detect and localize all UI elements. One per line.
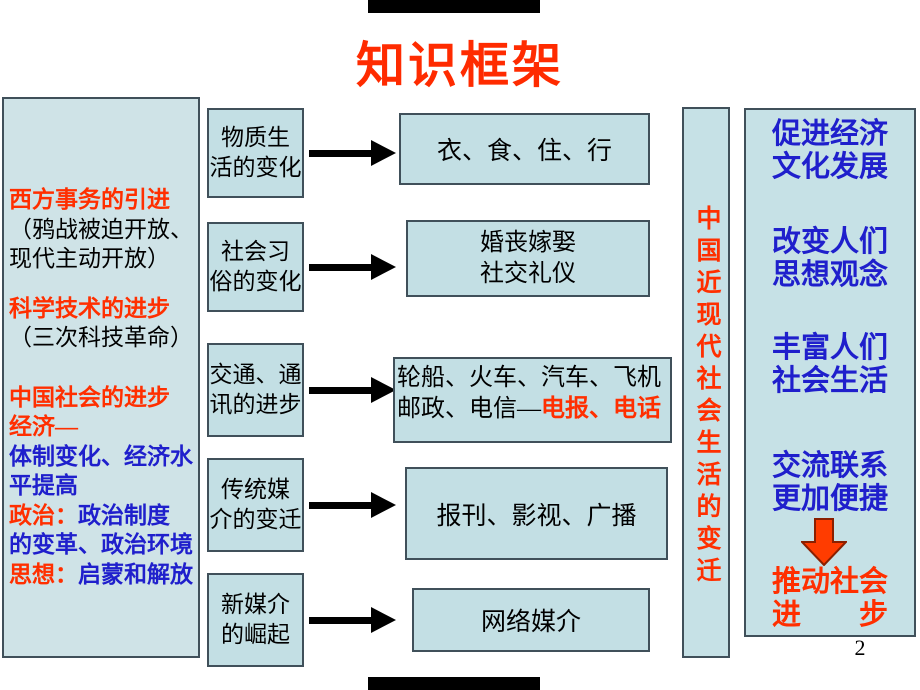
detail-box-press-film-radio: 报刊、影视、广播 (405, 467, 668, 560)
cause-line: 西方事务的引进 (9, 187, 170, 212)
cause-line: 的变革、政治环境 (9, 532, 193, 557)
cause-line: 现代主动开放） (9, 246, 170, 271)
category-box-new-media: 新媒介 的崛起 (207, 573, 304, 667)
effect-item: 交流联系更加便捷 (771, 450, 888, 515)
cause-line: 思想：启蒙和解放 (9, 561, 193, 587)
category-box-traditional-media: 传统媒 介的变迁 (207, 458, 304, 552)
page-number: 2 (854, 635, 866, 660)
category-box-transport-communication: 交通、通 讯的进步 (207, 343, 304, 437)
effect-item-conclusion: 推动社会进 步 (771, 566, 888, 631)
right-arrow-icon (309, 140, 397, 166)
cause-line: （三次科技革命） (9, 325, 193, 350)
cause-line: 政治：政治制度 (9, 502, 170, 528)
cause-line: 中国社会的进步 (9, 384, 170, 410)
top-black-bar (368, 0, 540, 13)
category-box-material-life: 物质生 活的变化 (207, 108, 304, 198)
effects-panel: 促进经济文化发展 改变人们思想观念 丰富人们社会生活 交流联系更加便捷 推动社会… (744, 108, 916, 637)
cause-line: （鸦战被迫开放、 (9, 216, 193, 242)
slide-title: 知识框架 (355, 38, 564, 93)
effect-item: 改变人们思想观念 (771, 226, 888, 291)
right-arrow-icon (309, 254, 397, 280)
category-box-social-customs: 社会习 俗的变化 (207, 222, 304, 312)
detail-box-internet-media: 网络媒介 (412, 588, 650, 652)
effect-item: 促进经济文化发展 (771, 118, 888, 183)
cause-line: 经济— (9, 414, 78, 439)
effect-item: 丰富人们社会生活 (771, 332, 888, 397)
detail-box-transport-telecom: 轮船、火车、汽车、飞机 邮政、电信—电报、电话 (393, 357, 672, 443)
bottom-black-bar (368, 677, 540, 690)
detail-box-clothing-food: 衣、食、住、行 (399, 113, 650, 185)
right-arrow-icon (309, 492, 397, 518)
spacer (9, 353, 196, 383)
down-arrow-icon (740, 518, 908, 567)
detail-box-wedding-funeral: 婚丧嫁娶 社交礼仪 (406, 220, 650, 297)
cause-line: 科学技术的进步 (9, 295, 170, 321)
right-arrow-icon (309, 607, 397, 633)
spacer (9, 274, 196, 294)
vertical-theme-text: 中国近现代社会生活的变迁 (693, 205, 720, 589)
right-arrow-icon (309, 377, 397, 403)
vertical-theme-banner: 中国近现代社会生活的变迁 (682, 107, 730, 658)
cause-line: 体制变化、经济水 (9, 443, 193, 469)
cause-line: 平提高 (9, 473, 78, 498)
causes-panel: 西方事务的引进 （鸦战被迫开放、 现代主动开放） 科学技术的进步 （三次科技革命… (2, 97, 200, 658)
